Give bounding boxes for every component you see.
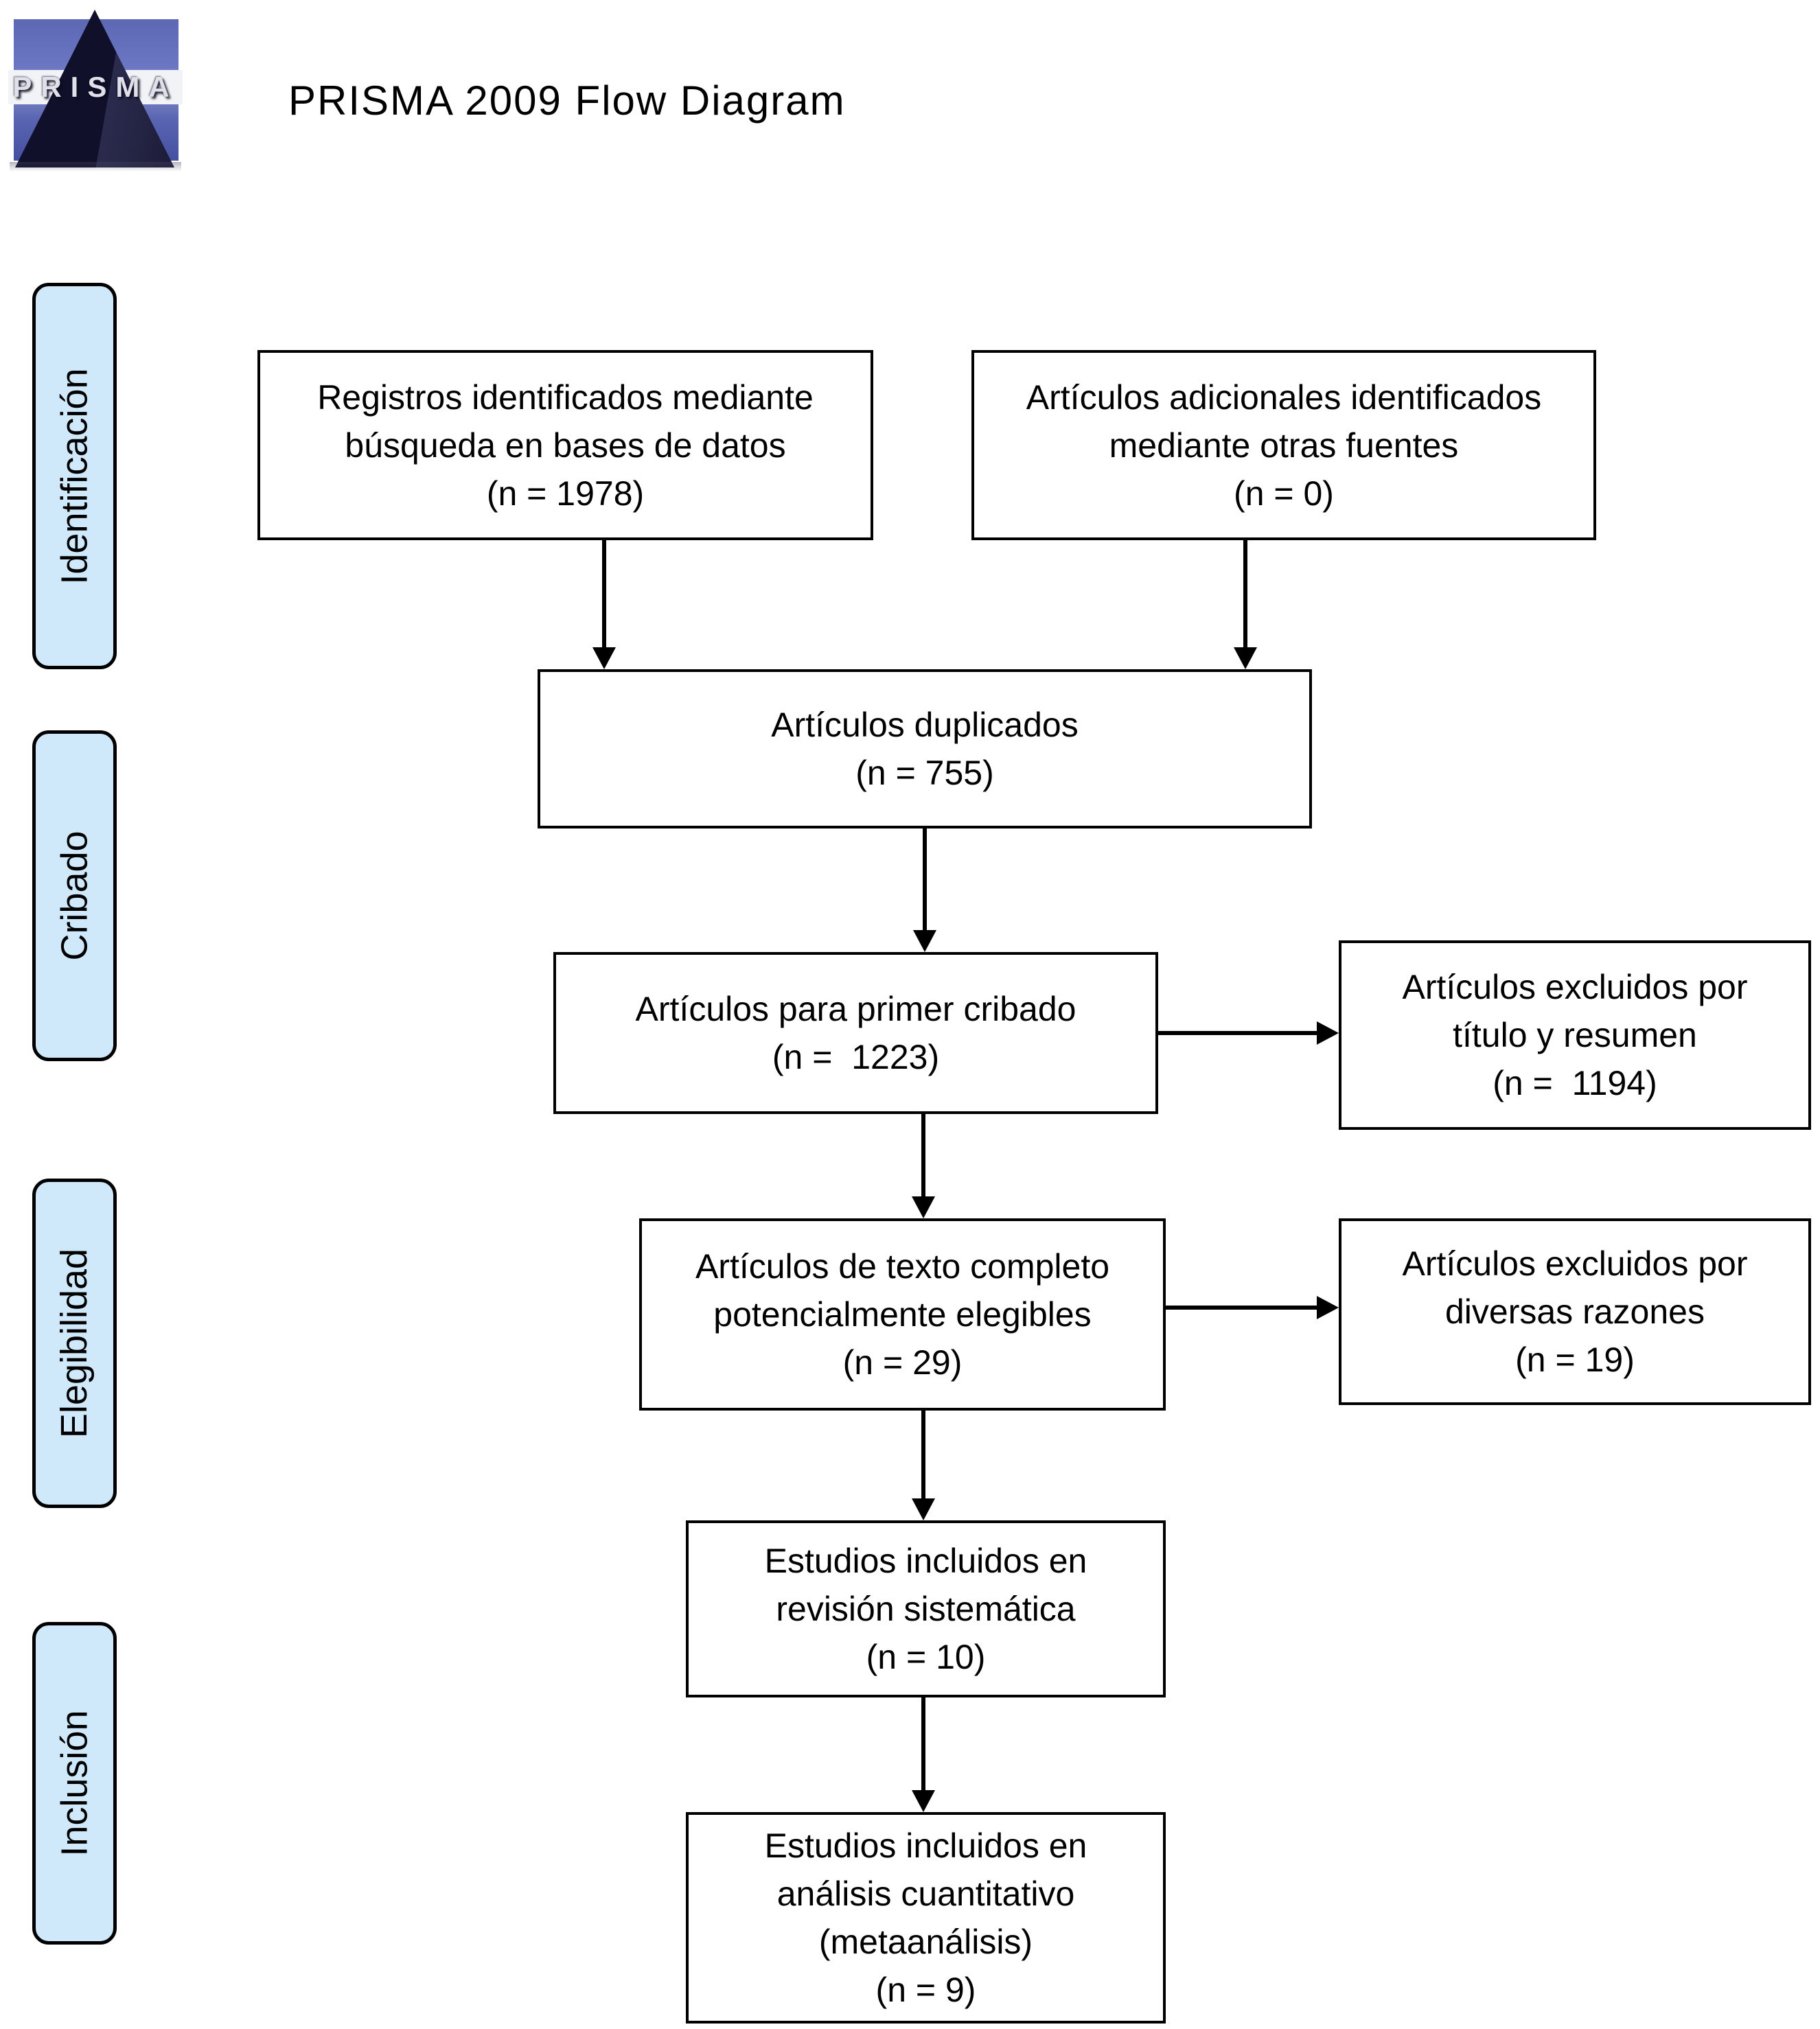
- box-excluded-title-abstract-count: (n = 1194): [1493, 1064, 1657, 1102]
- box-identified-databases-text: Registros identificados mediante búsqued…: [317, 378, 814, 465]
- stage-identification-label: Identificación: [54, 367, 95, 585]
- box-excluded-title-abstract: Artículos excluidos por título y resumen…: [1339, 940, 1811, 1130]
- box-excluded-title-abstract-text: Artículos excluidos por título y resumen: [1402, 968, 1748, 1054]
- box-duplicates-count: (n = 755): [855, 754, 994, 792]
- arrow-databases-to-duplicates: [592, 540, 616, 669]
- box-first-screening-text: Artículos para primer cribado: [635, 990, 1076, 1028]
- arrow-fulltext-to-excluded: [1166, 1296, 1339, 1319]
- box-identified-other-sources-text: Artículos adicionales identificados medi…: [1026, 378, 1542, 465]
- arrow-line: [1166, 1306, 1320, 1310]
- box-excluded-various-reasons-text: Artículos excluidos por diversas razones: [1402, 1244, 1748, 1331]
- stage-eligibility-label: Elegibilidad: [54, 1248, 95, 1439]
- prisma-logo: PRISMA: [5, 4, 185, 174]
- arrow-down-icon: [912, 1196, 935, 1218]
- box-identified-databases: Registros identificados mediante búsqued…: [257, 350, 873, 540]
- box-fulltext-eligible-count: (n = 29): [842, 1343, 963, 1382]
- stage-identification: Identificación: [32, 283, 117, 669]
- arrow-down-icon: [1234, 647, 1257, 669]
- arrow-fulltext-to-systematic: [912, 1411, 935, 1520]
- arrow-down-icon: [912, 1498, 935, 1520]
- box-included-systematic-review: Estudios incluidos en revisión sistemáti…: [686, 1520, 1166, 1697]
- box-excluded-various-reasons: Artículos excluidos por diversas razones…: [1339, 1218, 1811, 1405]
- box-identified-other-sources: Artículos adicionales identificados medi…: [971, 350, 1596, 540]
- arrow-down-icon: [913, 930, 936, 952]
- box-excluded-various-reasons-count: (n = 19): [1515, 1341, 1635, 1379]
- box-identified-databases-count: (n = 1978): [486, 474, 645, 513]
- box-duplicates: Artículos duplicados (n = 755): [538, 669, 1312, 828]
- arrow-line: [921, 1114, 925, 1199]
- arrow-line: [921, 1697, 925, 1793]
- box-duplicates-text: Artículos duplicados: [771, 706, 1079, 744]
- box-first-screening-count: (n = 1223): [772, 1038, 940, 1076]
- box-fulltext-eligible-text: Artículos de texto completo potencialmen…: [695, 1247, 1110, 1334]
- box-first-screening: Artículos para primer cribado (n = 1223): [553, 952, 1158, 1114]
- stage-screening-label: Cribado: [54, 831, 95, 961]
- prisma-logo-shadow: [10, 162, 181, 172]
- arrow-other-sources-to-duplicates: [1234, 540, 1257, 669]
- box-included-systematic-review-count: (n = 10): [866, 1638, 986, 1676]
- arrow-down-icon: [912, 1790, 935, 1812]
- box-fulltext-eligible: Artículos de texto completo potencialmen…: [639, 1218, 1166, 1411]
- arrow-line: [1243, 540, 1247, 650]
- stage-eligibility: Elegibilidad: [32, 1179, 117, 1508]
- arrow-screening-to-excluded: [1158, 1021, 1339, 1045]
- page-title: PRISMA 2009 Flow Diagram: [288, 78, 846, 124]
- arrow-line: [923, 828, 927, 933]
- box-included-meta-analysis-count: (n = 9): [875, 1971, 976, 2009]
- arrow-right-icon: [1317, 1021, 1339, 1045]
- arrow-duplicates-to-screening: [913, 828, 936, 952]
- arrow-line: [921, 1411, 925, 1501]
- box-included-meta-analysis: Estudios incluidos en análisis cuantitat…: [686, 1812, 1166, 2024]
- stage-screening: Cribado: [32, 730, 117, 1061]
- arrow-screening-to-fulltext: [912, 1114, 935, 1218]
- box-included-systematic-review-text: Estudios incluidos en revisión sistemáti…: [764, 1542, 1087, 1628]
- arrow-line: [602, 540, 606, 650]
- prisma-logo-wordmark: PRISMA: [12, 71, 178, 103]
- arrow-down-icon: [592, 647, 616, 669]
- stage-inclusion: Inclusión: [32, 1622, 117, 1945]
- stage-inclusion-label: Inclusión: [54, 1710, 95, 1857]
- box-included-meta-analysis-text: Estudios incluidos en análisis cuantitat…: [764, 1827, 1087, 1961]
- arrow-right-icon: [1317, 1296, 1339, 1319]
- arrow-line: [1158, 1031, 1320, 1035]
- box-identified-other-sources-count: (n = 0): [1234, 474, 1334, 513]
- arrow-systematic-to-meta: [912, 1697, 935, 1812]
